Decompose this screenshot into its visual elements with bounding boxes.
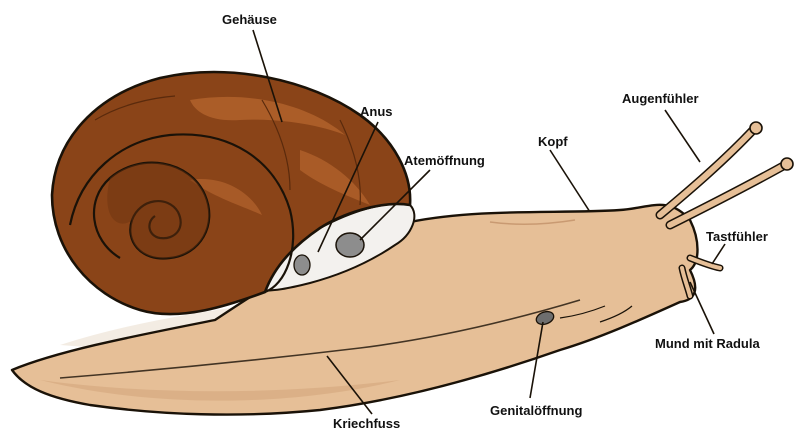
eye-tip-left [750,122,762,134]
leader-mund [690,282,714,334]
label-gehaeuse: Gehäuse [222,12,277,27]
anus-spot [294,255,310,275]
label-augenfuehler: Augenfühler [622,91,699,106]
leader-augenfuehler [665,110,700,162]
leader-tastfuehler [712,244,725,264]
label-kopf: Kopf [538,134,568,149]
label-kriechfuss: Kriechfuss [333,416,400,431]
label-mund: Mund mit Radula [655,336,760,351]
label-genitaloeffnung: Genitalöffnung [490,403,582,418]
label-atemoeffnung: Atemöffnung [404,153,485,168]
label-tastfuehler: Tastfühler [706,229,768,244]
eye-tip-right [781,158,793,170]
breathing-pore [336,233,364,257]
leader-kopf [550,150,590,212]
label-anus: Anus [360,104,393,119]
